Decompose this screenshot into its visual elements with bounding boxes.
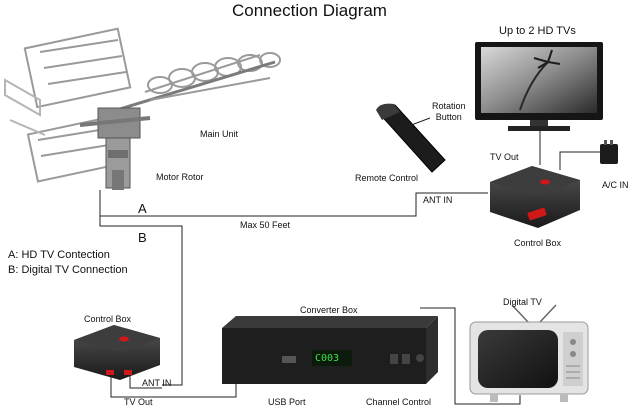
label-max-distance: Max 50 Feet xyxy=(240,220,291,230)
label-ant-in-right: ANT IN xyxy=(423,195,453,205)
cable-control-left-tv-out xyxy=(110,372,237,398)
label-ant-in-left: ANT IN xyxy=(142,378,172,388)
remote-control-device xyxy=(376,103,446,173)
converter-box-device xyxy=(222,316,438,384)
legend-item-a: A: HD TV Contection xyxy=(8,249,110,261)
label-digital-tv: Digital TV xyxy=(503,297,542,307)
cable-a xyxy=(99,190,488,217)
label-remote-control: Remote Control xyxy=(355,173,419,183)
converter-display-panel xyxy=(312,350,352,366)
label-tv-out-top: TV Out xyxy=(490,152,519,162)
antenna-main-unit xyxy=(4,27,281,183)
power-adapter xyxy=(600,140,618,164)
label-up-to-2-hd-tvs: Up to 2 HD TVs xyxy=(499,25,576,37)
label-control-box-left: Control Box xyxy=(84,314,132,324)
control-box-right-device xyxy=(490,166,580,228)
cable-control-left-ant-in xyxy=(129,372,162,389)
label-rotation-button: Rotation Button xyxy=(432,101,466,122)
converter-usb-slot xyxy=(282,356,296,363)
label-main-unit: Main Unit xyxy=(200,129,239,139)
label-usb-port: USB Port xyxy=(268,397,306,407)
cable-ac-in xyxy=(559,151,600,170)
antenna-upper-reflector xyxy=(23,27,132,109)
motor-rotor xyxy=(105,137,131,190)
label-ac-in: A/C IN xyxy=(602,180,629,190)
hd-tv xyxy=(475,42,603,131)
digital-tv-device xyxy=(469,304,589,402)
label-tv-out-bottom: TV Out xyxy=(124,397,153,407)
label-motor-rotor: Motor Rotor xyxy=(156,172,204,182)
control-box-left-device xyxy=(74,325,160,380)
legend-item-b: B: Digital TV Connection xyxy=(8,264,128,276)
label-line-b: B xyxy=(138,230,147,245)
label-line-a: A xyxy=(138,201,147,216)
cable-b xyxy=(99,216,183,386)
converter-display-text: C003 xyxy=(315,353,340,364)
diagram-title: Connection Diagram xyxy=(232,1,387,20)
label-converter-box: Converter Box xyxy=(300,305,358,315)
label-control-box-right: Control Box xyxy=(514,238,562,248)
cable-converter-digital-tv xyxy=(420,307,521,405)
antenna-elements xyxy=(109,52,281,114)
label-channel-control: Channel Control xyxy=(366,397,432,407)
cable-lines xyxy=(99,130,600,405)
